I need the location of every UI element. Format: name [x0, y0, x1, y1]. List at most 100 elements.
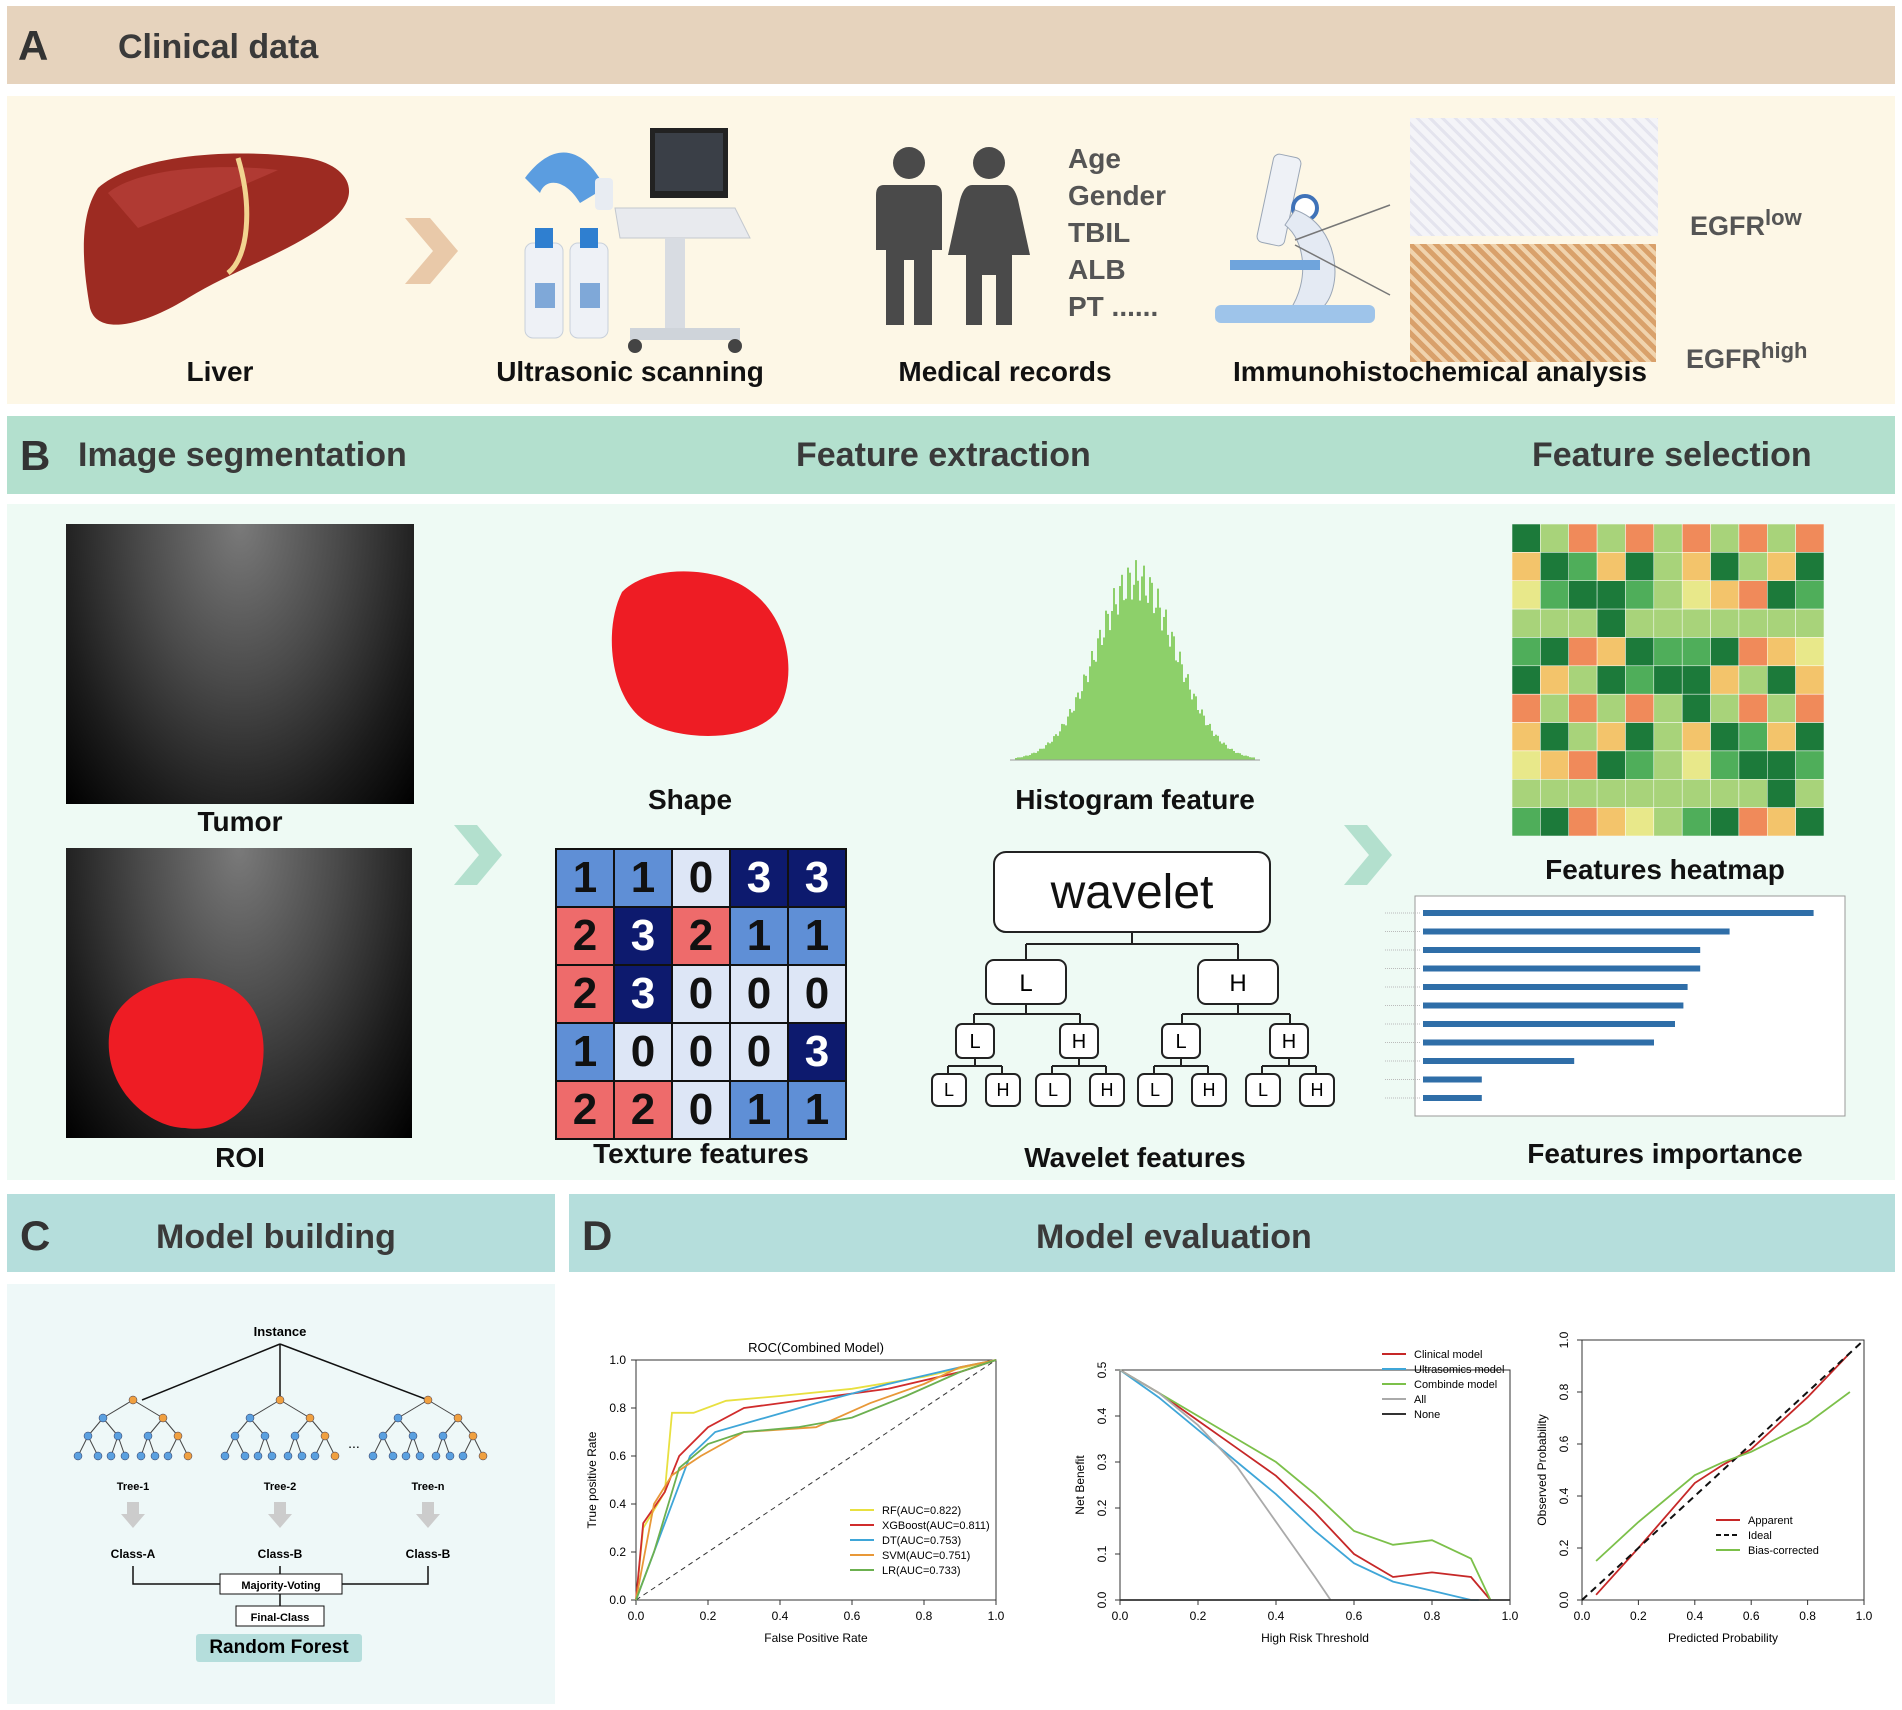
- heatmap-cell: [1710, 665, 1740, 695]
- importance-bar: [1423, 947, 1701, 953]
- texture-cell-3-1: 0: [613, 1022, 673, 1082]
- importance-bar: [1423, 1095, 1482, 1101]
- svg-text:H: H: [1072, 1031, 1086, 1053]
- y-tick-label: 0.2: [609, 1545, 626, 1559]
- panel-d-body: [569, 1284, 1895, 1704]
- series-line-3: [1119, 1369, 1332, 1601]
- heatmap-cell: [1681, 779, 1711, 808]
- tree-node: [401, 1451, 411, 1461]
- svg-text:L: L: [944, 1080, 954, 1100]
- reference-diagonal: [635, 1359, 997, 1601]
- importance-bar: [1423, 928, 1730, 935]
- histogram-bar: [1235, 752, 1237, 760]
- tree-node: [163, 1451, 173, 1461]
- histogram-bar: [1183, 682, 1185, 760]
- histogram-bar: [1103, 637, 1105, 760]
- legend-label: Ultrasomics model: [1414, 1364, 1504, 1376]
- heatmap-cell: [1512, 722, 1541, 752]
- y-tick-label: 0.6: [609, 1449, 626, 1463]
- heatmap-cell: [1596, 693, 1626, 723]
- histogram-bar: [1125, 598, 1127, 760]
- heatmap-cell: [1767, 665, 1796, 695]
- heatmap-cell: [1681, 580, 1711, 610]
- histogram-bar: [1223, 742, 1225, 760]
- histogram-bar: [1227, 748, 1229, 760]
- tree-node: [415, 1451, 425, 1461]
- panel-c-title: Model building: [156, 1218, 396, 1256]
- microscope-icon: [1215, 153, 1375, 323]
- tree-node: [283, 1451, 293, 1461]
- histogram-bar: [1017, 757, 1019, 760]
- heatmap-caption: Features heatmap: [1545, 854, 1785, 885]
- histogram-bar: [1077, 692, 1079, 760]
- histogram-bar: [1171, 631, 1173, 760]
- histogram-bar: [1067, 716, 1069, 760]
- texture-cell-2-4: 0: [787, 964, 847, 1024]
- importance-bar: [1423, 1058, 1575, 1064]
- histogram-bar: [1189, 689, 1191, 760]
- panel-b-seg-title: Image segmentation: [78, 436, 407, 474]
- heatmap-cell: [1596, 722, 1626, 752]
- y-tick-label: 0.4: [609, 1497, 626, 1511]
- heatmap-cell: [1596, 779, 1626, 808]
- heatmap-cell: [1540, 580, 1569, 610]
- chevron-right-icon: [405, 218, 458, 284]
- tree-node-selected: [173, 1431, 183, 1441]
- heatmap-cell: [1710, 524, 1740, 553]
- histogram-bar: [1127, 567, 1129, 760]
- heatmap-cell: [1568, 580, 1598, 610]
- histogram-bar: [1173, 636, 1175, 760]
- legend-label: XGBoost(AUC=0.811): [882, 1520, 990, 1532]
- histogram-bar: [1139, 600, 1141, 760]
- histogram-bar: [1025, 755, 1027, 760]
- tree-node-selected: [330, 1451, 340, 1461]
- histogram-bar: [1237, 752, 1239, 760]
- tree-node-selected: [128, 1395, 138, 1405]
- histogram-bar: [1229, 749, 1231, 760]
- heatmap-cell: [1540, 552, 1569, 581]
- voting-label: Majority-Voting: [241, 1580, 320, 1592]
- tree-node: [240, 1451, 250, 1461]
- heatmap-cell: [1540, 779, 1569, 808]
- egfr-low-label: EGFRlow: [1690, 205, 1802, 242]
- legend-label: RF(AUC=0.822): [882, 1505, 961, 1517]
- heatmap-cell: [1767, 637, 1796, 667]
- histogram-bar: [1091, 650, 1093, 760]
- y-tick-label: 0.2: [1557, 1539, 1571, 1556]
- heatmap-cell: [1625, 750, 1655, 780]
- heatmap-cell: [1512, 807, 1541, 836]
- texture-cell-2-0: 2: [555, 964, 615, 1024]
- histogram-bar: [1241, 754, 1243, 760]
- heatmap-cell: [1795, 722, 1824, 752]
- y-tick-label: 0.4: [1095, 1407, 1109, 1424]
- tree-node-selected: [183, 1451, 193, 1461]
- histogram-bar: [1037, 751, 1039, 760]
- x-axis-label: False Positive Rate: [764, 1631, 868, 1645]
- panel-b-header: [7, 416, 1895, 494]
- heatmap-cell: [1738, 637, 1768, 667]
- histogram-bar: [1049, 743, 1051, 760]
- svg-text:L: L: [969, 1031, 980, 1053]
- histogram-bar: [1109, 630, 1111, 760]
- record-age: Age: [1068, 143, 1121, 174]
- heatmap-cell: [1738, 665, 1768, 695]
- histogram-bar: [1045, 745, 1047, 760]
- histogram-bar: [1019, 757, 1021, 760]
- legend-label: All: [1414, 1394, 1426, 1406]
- y-tick-label: 0.8: [1557, 1383, 1571, 1400]
- histogram-bar: [1111, 611, 1113, 760]
- importance-bar: [1423, 1039, 1654, 1046]
- svg-text:H: H: [1282, 1031, 1296, 1053]
- tumor-ultrasound-image: [66, 524, 414, 804]
- heatmap-cell: [1625, 524, 1655, 553]
- tree-node: [230, 1431, 240, 1441]
- texture-cell-4-2: 0: [671, 1080, 731, 1140]
- histogram-bar: [1199, 713, 1201, 760]
- histogram-bar: [1167, 634, 1169, 760]
- histogram-bar: [1149, 577, 1151, 760]
- x-tick-label: 0.8: [1424, 1609, 1441, 1623]
- histogram-bar: [1177, 662, 1179, 760]
- importance-bar: [1423, 965, 1701, 972]
